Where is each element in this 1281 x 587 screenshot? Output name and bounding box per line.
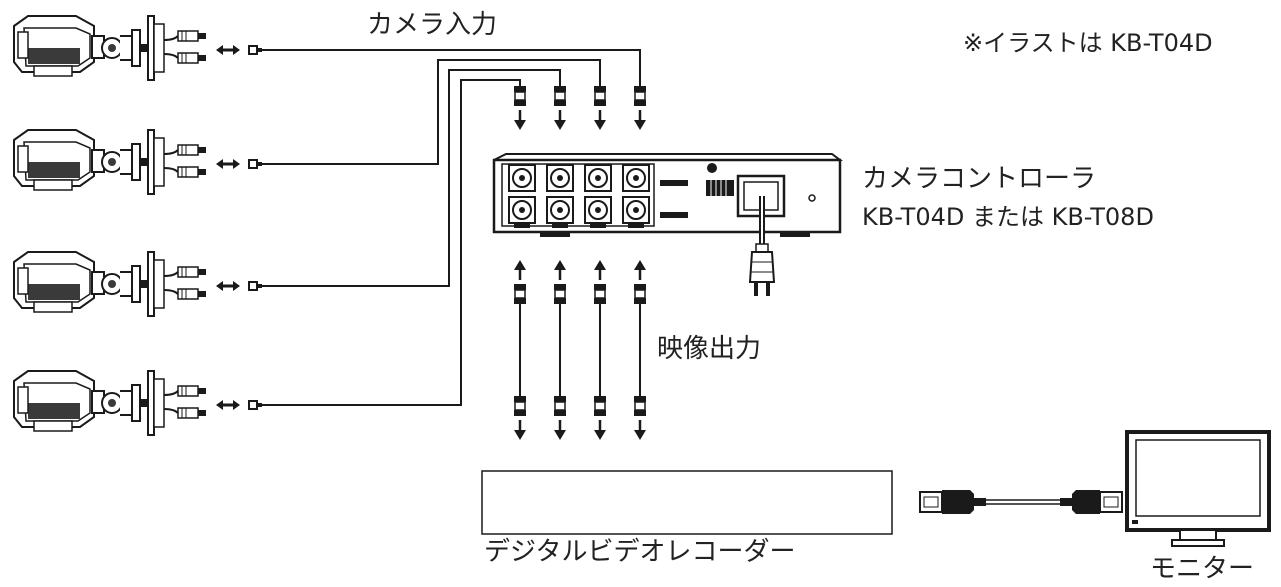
- input-connector: [632, 84, 648, 132]
- output-cables: [512, 258, 648, 442]
- power-cord: [748, 196, 776, 296]
- double-arrow-icon: [214, 157, 242, 171]
- camera-3: [13, 251, 207, 317]
- camera-2: [13, 129, 207, 195]
- camera-4: [13, 370, 207, 436]
- digital-video-recorder: [481, 470, 893, 535]
- camera-input-label: カメラ入力: [367, 10, 498, 40]
- recorder-label: デジタルビデオレコーダー: [484, 537, 796, 567]
- double-arrow-icon: [214, 398, 242, 412]
- double-arrow-icon: [214, 279, 242, 293]
- controller-title: カメラコントローラ: [862, 164, 1097, 194]
- hdmi-cable: [919, 490, 1123, 514]
- camera-cables: [262, 49, 641, 406]
- video-output-label: 映像出力: [657, 334, 762, 364]
- camera-controller: [492, 153, 843, 237]
- camera-1: [13, 15, 207, 81]
- input-connector: [512, 84, 528, 132]
- double-arrow-icon: [214, 43, 242, 57]
- input-connector: [552, 84, 568, 132]
- input-connector: [592, 84, 608, 132]
- illustration-note: ※イラストは KB-T04D: [963, 29, 1213, 57]
- monitor: [1125, 430, 1271, 547]
- monitor-label: モニター: [1150, 554, 1255, 584]
- controller-models: KB-T04D または KB-T08D: [862, 203, 1154, 231]
